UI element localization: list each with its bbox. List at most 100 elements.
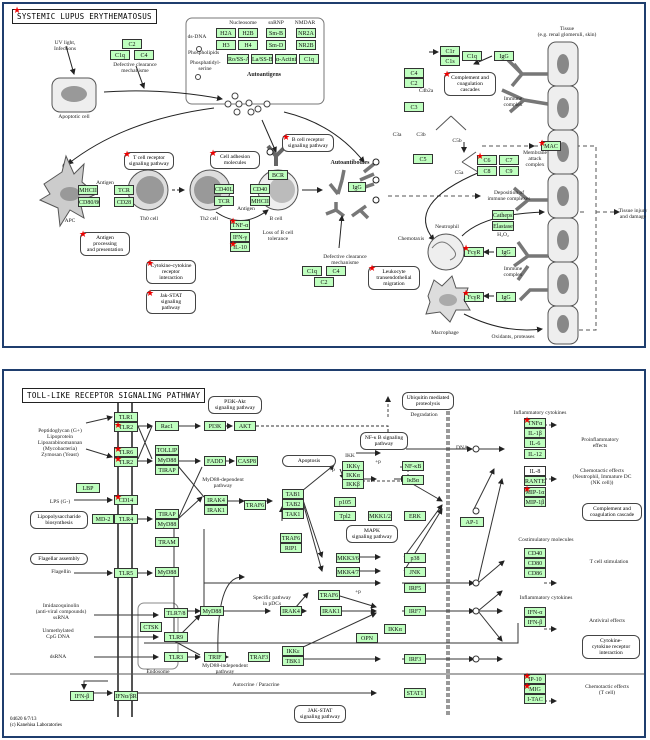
gene-mip1b[interactable]: MIP-1β (524, 497, 546, 507)
pathway-cytokine-receptor[interactable]: Cytokine- cytokine receptor interaction (582, 635, 640, 659)
gene-tlr7-8[interactable]: TLR7/8 (164, 608, 188, 618)
gene-rantes[interactable]: RANTES (524, 476, 546, 486)
gene-pi3k[interactable]: PI3K (204, 421, 226, 431)
gene-tab1[interactable]: TAB1 (282, 489, 304, 499)
gene-c2-complement[interactable]: C2 (404, 78, 424, 88)
pathway-cell-adhesion[interactable]: Cell adhesion molecules (210, 151, 260, 169)
gene-igg-autoantibody[interactable]: IgG (348, 182, 366, 192)
gene-il1b[interactable]: IL-1β (524, 428, 546, 438)
gene-c1s[interactable]: C1s (440, 56, 460, 66)
gene-mkk4-7[interactable]: MKK4/7 (336, 567, 360, 577)
pathway-tcr-signaling[interactable]: T cell receptor signaling pathway (124, 152, 174, 170)
gene-ctsk[interactable]: CTSK (140, 622, 162, 632)
gene-tollip[interactable]: TOLLIP (155, 445, 179, 455)
gene-c1q-autoantigen[interactable]: C1q (299, 54, 319, 64)
gene-il6[interactable]: IL-6 (524, 438, 546, 448)
pathway-nfkb-signaling[interactable]: NF-κ B signaling pathway (360, 432, 408, 450)
gene-traf6-b[interactable]: TRAF6 (280, 533, 302, 543)
gene-irf7[interactable]: IRF7 (404, 606, 426, 616)
gene-c6[interactable]: C6 (477, 155, 497, 165)
gene-c1r[interactable]: C1r (440, 46, 460, 56)
gene-ifn-beta[interactable]: IFN-β (524, 617, 546, 627)
gene-tlr9[interactable]: TLR9 (164, 632, 188, 642)
gene-c2-clearance[interactable]: C2 (314, 277, 334, 287)
gene-cd40l[interactable]: CD40L (214, 184, 234, 194)
gene-tlr6[interactable]: TLR6 (114, 447, 138, 457)
gene-mkk1-2[interactable]: MKK1/2 (368, 511, 392, 521)
gene-ip10[interactable]: IP-10 (524, 674, 546, 684)
gene-myd88-a[interactable]: MyD88 (155, 455, 179, 465)
gene-h4[interactable]: H4 (238, 40, 258, 50)
gene-fadd[interactable]: FADD (204, 456, 226, 466)
gene-ikk-epsilon[interactable]: IKKε (282, 646, 304, 656)
gene-h2a[interactable]: H2A (216, 28, 236, 38)
gene-ikk-alpha-b[interactable]: IKKα (384, 624, 406, 634)
pathway-lps-biosynthesis[interactable]: Lipopolysaccharide biosynthesis (30, 511, 88, 529)
gene-traf6-a[interactable]: TRAF6 (244, 500, 266, 510)
gene-c4[interactable]: C4 (134, 50, 154, 60)
gene-tlr2-b[interactable]: TLR2 (114, 457, 138, 467)
gene-mig[interactable]: MIG (524, 684, 546, 694)
gene-tram[interactable]: TRAM (155, 537, 179, 547)
gene-opn[interactable]: OPN (356, 633, 378, 643)
gene-c7[interactable]: C7 (499, 155, 519, 165)
pathway-jak-stat[interactable]: Jak-STAT signaling pathway (146, 290, 196, 314)
gene-p105[interactable]: p105 (334, 497, 356, 507)
gene-cd40[interactable]: CD40 (524, 548, 546, 558)
gene-ro-ss-a[interactable]: Ro/SS-A (227, 54, 249, 64)
pathway-leukocyte-migration[interactable]: Leukocyte transendothelial migration (368, 266, 420, 290)
gene-cd86[interactable]: CD86 (524, 568, 546, 578)
gene-tcr-th2[interactable]: TCR (214, 196, 234, 206)
gene-sm-d[interactable]: Sm-D (266, 40, 286, 50)
gene-ikba[interactable]: IκBα (402, 475, 424, 485)
gene-mkk3-6[interactable]: MKK3/6 (336, 553, 360, 563)
gene-tlr1[interactable]: TLR1 (114, 412, 138, 422)
gene-h2b[interactable]: H2B (238, 28, 258, 38)
gene-ifn-beta-ligand[interactable]: IFN-β (70, 691, 94, 701)
pathway-jak-stat[interactable]: JAK-STAT signaling pathway (294, 705, 346, 723)
gene-akt[interactable]: AKT (234, 421, 256, 431)
gene-tlr4[interactable]: TLR4 (114, 514, 138, 524)
gene-h3[interactable]: H3 (216, 40, 236, 50)
gene-irf5[interactable]: IRF5 (404, 583, 426, 593)
gene-cd80-86[interactable]: CD80/86 (78, 197, 100, 207)
gene-nfkb[interactable]: NF-κB (402, 461, 424, 471)
gene-rip1[interactable]: RIP1 (280, 543, 302, 553)
gene-c1q-complement[interactable]: C1q (462, 51, 482, 61)
gene-igg-tissue[interactable]: IgG (494, 51, 514, 61)
gene-mhcii-bcell[interactable]: MHCII (250, 196, 270, 206)
gene-irak4-b[interactable]: IRAK4 (280, 606, 302, 616)
gene-ifnar[interactable]: IFNα/βR (114, 691, 138, 701)
gene-igg-macrophage[interactable]: IgG (496, 292, 516, 302)
gene-c3[interactable]: C3 (404, 102, 424, 112)
gene-igg-neutrophil[interactable]: IgG (496, 247, 516, 257)
gene-ikk-beta[interactable]: IKKβ (342, 479, 364, 489)
pathway-antigen-processing[interactable]: Antigen processing and presentation (80, 232, 130, 256)
gene-stat1[interactable]: STAT1 (404, 688, 426, 698)
gene-myd88-c[interactable]: MyD88 (155, 567, 179, 577)
gene-sm-b[interactable]: Sm-B (266, 28, 286, 38)
gene-p38[interactable]: p38 (404, 553, 426, 563)
gene-il-10[interactable]: IL-10 (230, 242, 250, 252)
gene-tpl2[interactable]: Tpl2 (334, 511, 356, 521)
gene-il12[interactable]: IL-12 (524, 449, 546, 459)
gene-tirap-a[interactable]: TIRAP (155, 465, 179, 475)
gene-fcgr-neutrophil[interactable]: FcγR (464, 247, 484, 257)
pathway-mapk-signaling[interactable]: MAPK signaling pathway (346, 525, 398, 543)
gene-alpha-actinin[interactable]: α-Actinin (275, 54, 297, 64)
gene-nr2a[interactable]: NR2A (296, 28, 316, 38)
gene-tlr2[interactable]: TLR2 (114, 422, 138, 432)
gene-cd40[interactable]: CD40 (250, 184, 270, 194)
pathway-complement-cascade[interactable]: Complement and coagulation cascades (444, 72, 496, 96)
gene-bcr[interactable]: BCR (268, 170, 288, 180)
gene-mac[interactable]: MAC (541, 141, 561, 151)
gene-tcr-th0[interactable]: TCR (114, 185, 134, 195)
gene-mip1a[interactable]: MIP-1α (524, 487, 546, 497)
gene-c1q[interactable]: C1q (110, 50, 130, 60)
gene-ap1[interactable]: AP-1 (460, 517, 484, 527)
gene-cathepsin[interactable]: Cathepsin (492, 210, 514, 220)
gene-irak1-b[interactable]: IRAK1 (320, 606, 342, 616)
gene-rac1[interactable]: Rac1 (155, 421, 179, 431)
gene-c8[interactable]: C8 (477, 166, 497, 176)
gene-lbp[interactable]: LBP (76, 483, 100, 493)
